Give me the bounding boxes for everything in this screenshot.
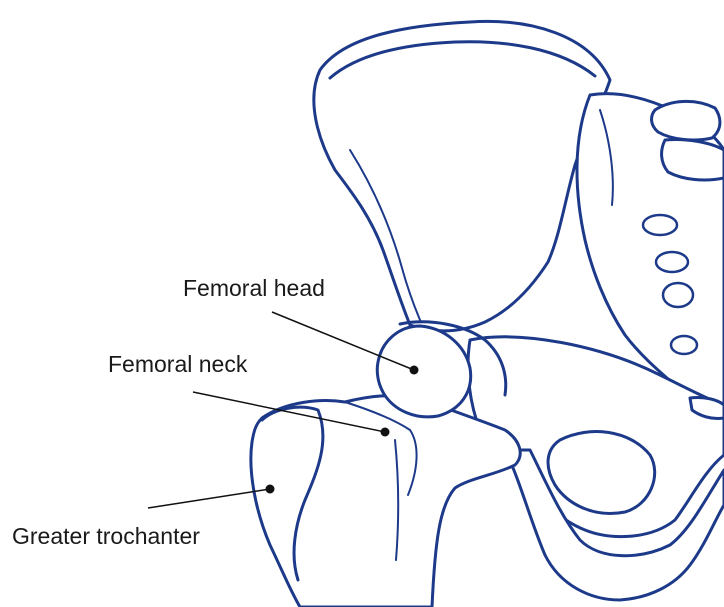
sacral-foramen <box>671 336 697 354</box>
sacral-foramen <box>663 283 693 307</box>
femoral-head-label: Femoral head <box>183 277 325 300</box>
greater-trochanter-leader <box>148 489 270 508</box>
greater-trochanter-marker <box>266 485 275 494</box>
femoral-neck-marker <box>381 428 390 437</box>
sacral-foramen <box>643 215 677 235</box>
femoral-head-marker <box>410 366 419 375</box>
iliac-wing <box>314 21 610 331</box>
sacral-foramen <box>656 252 688 272</box>
vertebra-body <box>662 139 724 180</box>
femoral-neck-label: Femoral neck <box>108 353 247 376</box>
femoral-head-shape <box>377 326 470 417</box>
femur-shaft <box>251 396 520 607</box>
greater-trochanter-label: Greater trochanter <box>12 525 200 548</box>
vertebra-top <box>652 101 720 140</box>
